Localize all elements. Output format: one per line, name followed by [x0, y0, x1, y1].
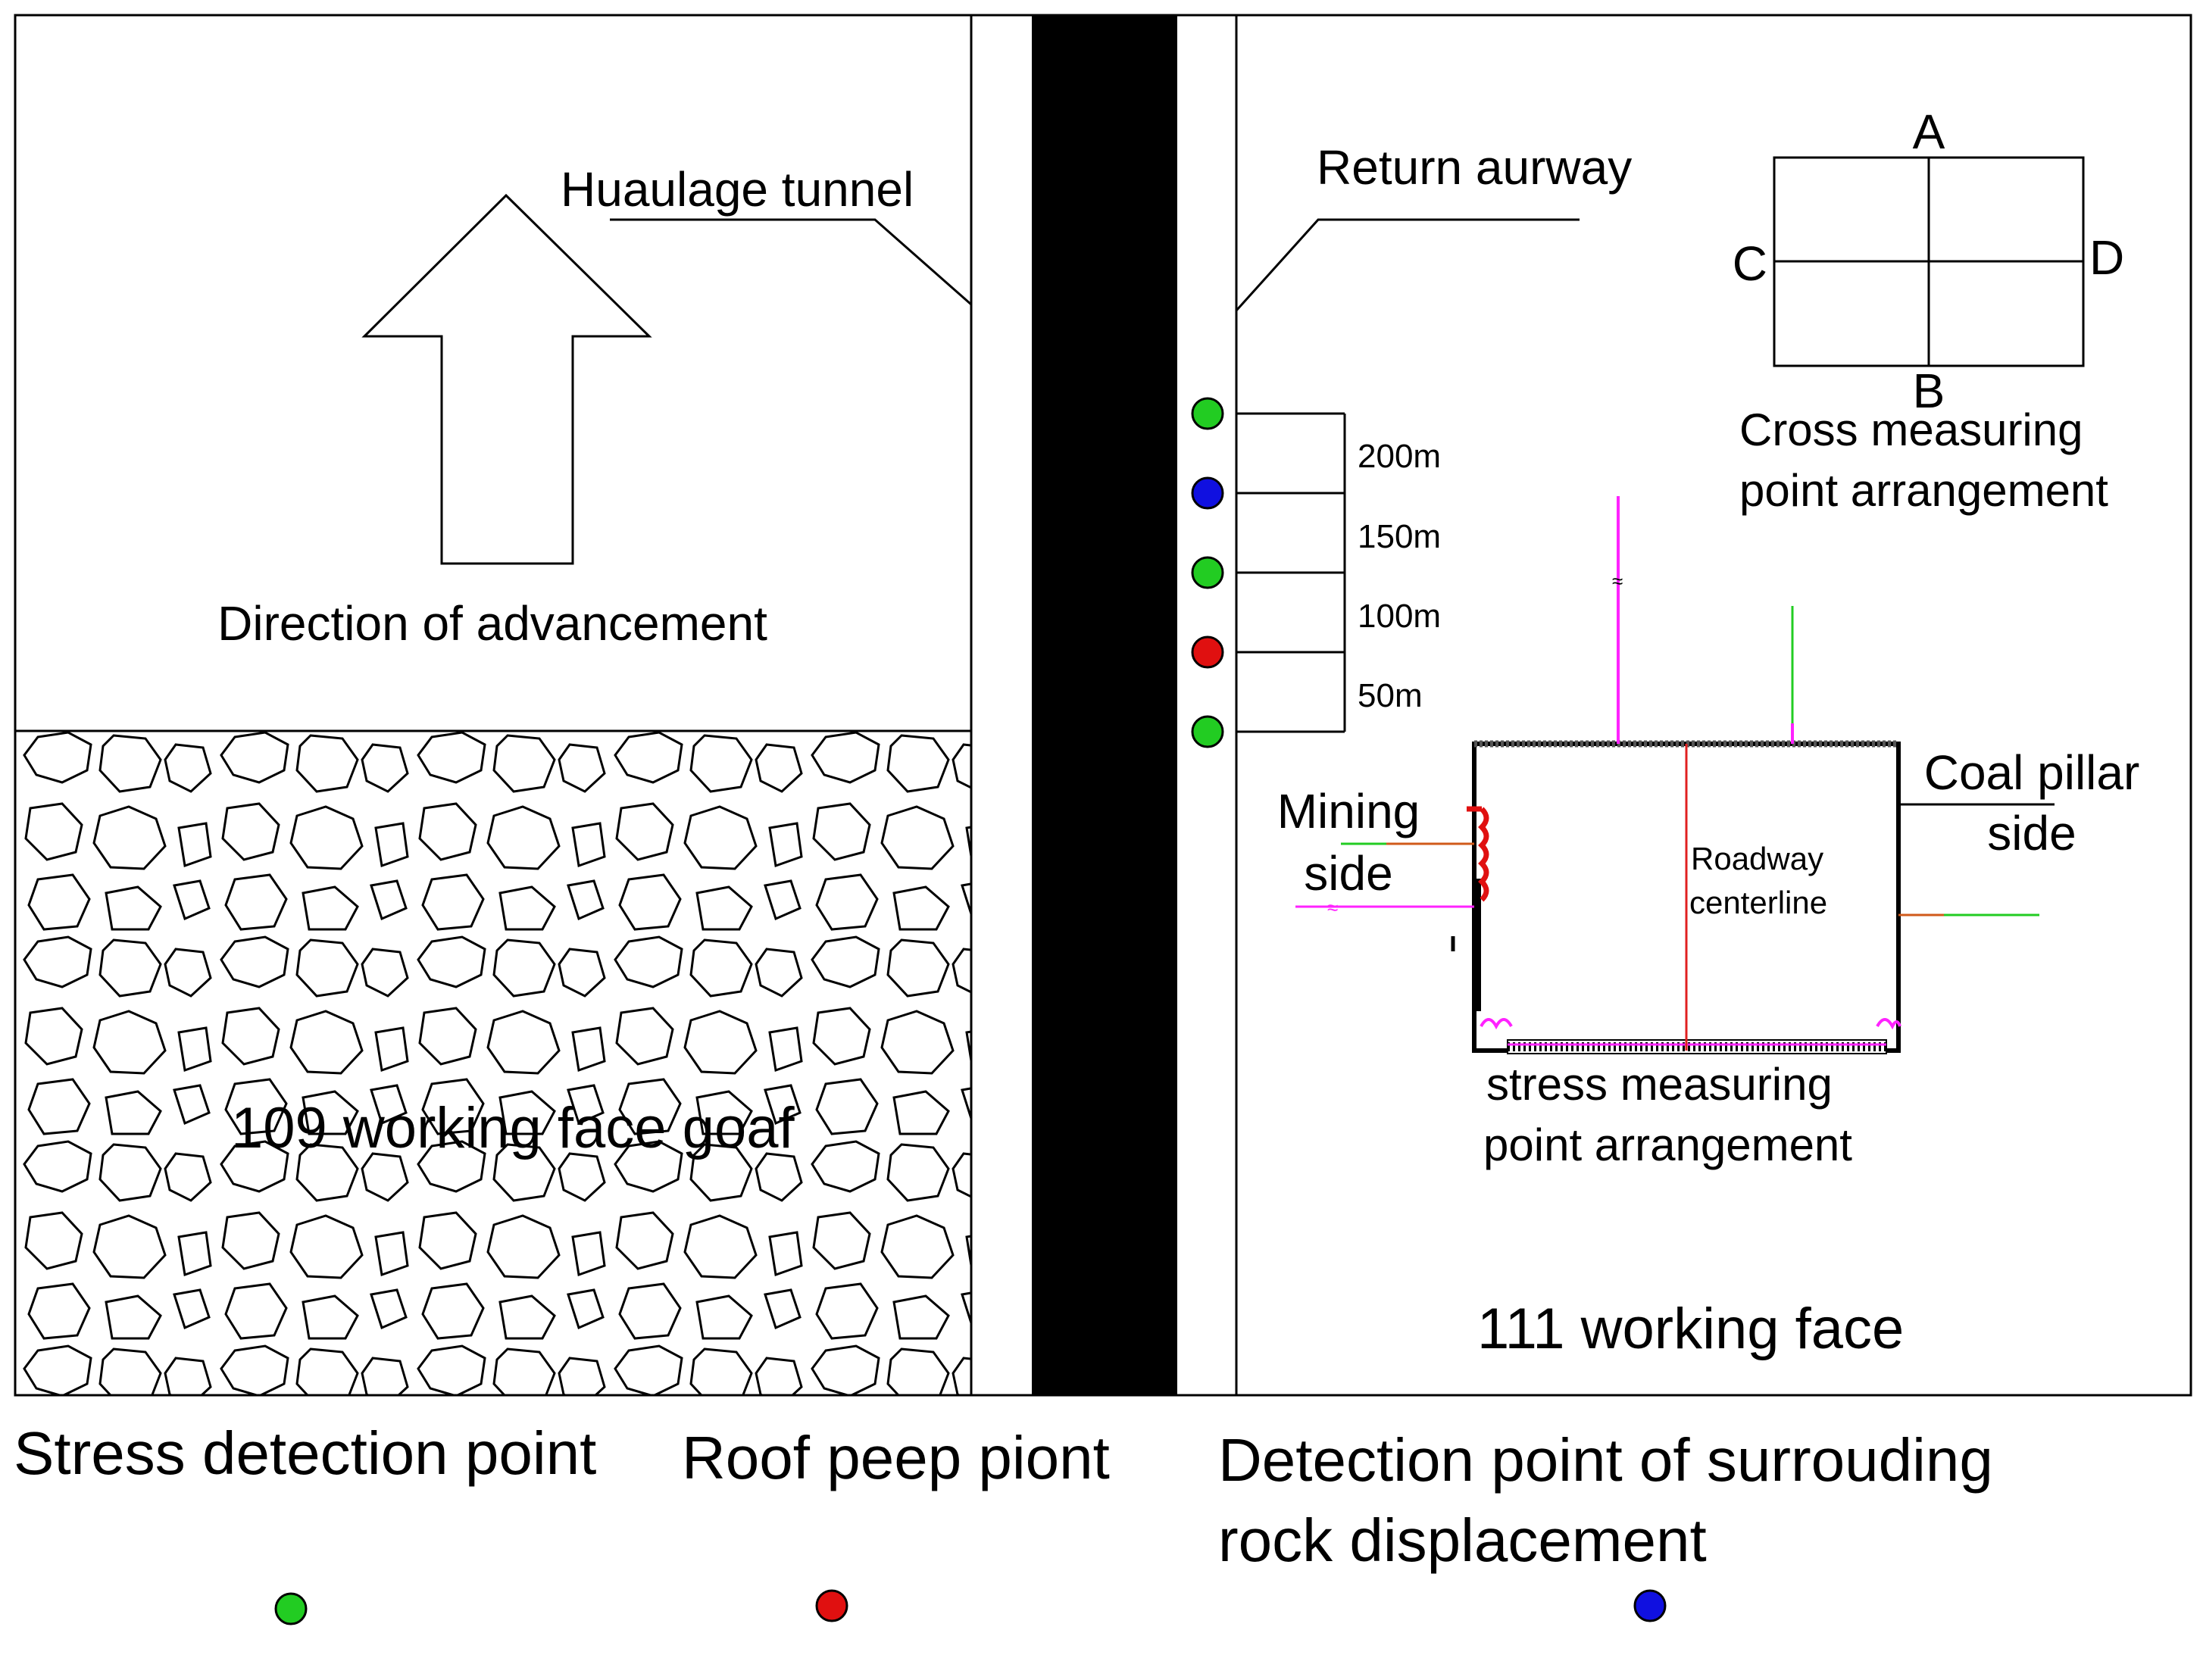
legend-displacement-label-line1: Detection point of surrouding	[1218, 1426, 1993, 1494]
coal-pillar-line2: side	[1987, 806, 2076, 860]
direction-label: Direction of advancement	[217, 596, 767, 651]
distance-label-150m: 150m	[1358, 518, 1441, 555]
measuring-point-stress	[1191, 556, 1224, 589]
haulage-tunnel-leader	[610, 218, 972, 306]
stress-title-line2: point arrangement	[1483, 1119, 1852, 1170]
measuring-point-stress	[1191, 397, 1224, 430]
legend-displacement-label-line2: rock displacement	[1218, 1507, 1707, 1574]
svg-text:≈: ≈	[1612, 570, 1623, 592]
legend-roof-dot	[815, 1589, 848, 1622]
cross-point-d: D	[2089, 230, 2124, 285]
advancement-arrow	[361, 193, 652, 565]
measuring-point-roof	[1191, 635, 1224, 669]
measuring-point-stress	[1191, 715, 1224, 748]
cross-title-line1: Cross measuring	[1739, 404, 2083, 455]
goaf-label: 109 working face goaf	[231, 1096, 795, 1160]
working-face-label: 111 working face	[1477, 1297, 1904, 1361]
stress-title-line1: stress measuring	[1486, 1059, 1833, 1110]
legend-stress-label: Stress detection point	[14, 1419, 596, 1487]
legend-roof-label: Roof peep piont	[682, 1424, 1110, 1491]
mining-side-line2: side	[1304, 846, 1392, 901]
legend-stress-dot	[274, 1592, 308, 1625]
goaf-area	[14, 729, 973, 1397]
cross-title-line2: point arrangement	[1739, 465, 2108, 516]
distance-label-200m: 200m	[1358, 438, 1441, 475]
cross-diagram	[1773, 156, 2085, 367]
coal-pillar	[1032, 15, 1177, 1395]
legend-displacement-dot	[1633, 1589, 1667, 1622]
roadway-label-line1: Roadway	[1691, 841, 1823, 876]
coal-pillar-line1: Coal pillar	[1924, 745, 2140, 800]
svg-text:≈: ≈	[1327, 896, 1338, 919]
roadway-label-line2: centerline	[1689, 885, 1827, 920]
cross-point-b: B	[1913, 364, 1945, 418]
haulage-tunnel-label: Huaulage tunnel	[561, 162, 914, 217]
measuring-points	[1191, 397, 1224, 748]
distance-label-100m: 100m	[1358, 598, 1441, 635]
mining-side-line1: Mining	[1277, 784, 1420, 838]
distance-label-50m: 50m	[1358, 677, 1423, 714]
cross-point-a: A	[1913, 105, 1945, 159]
distance-bracket	[1236, 412, 1346, 733]
measuring-point-displacement	[1191, 476, 1224, 510]
return-airway-label: Return aurway	[1317, 140, 1632, 195]
return-airway-leader	[1235, 218, 1580, 312]
cross-point-c: C	[1733, 236, 1767, 291]
roadway-section: ≈ ≈	[1295, 496, 2055, 1054]
